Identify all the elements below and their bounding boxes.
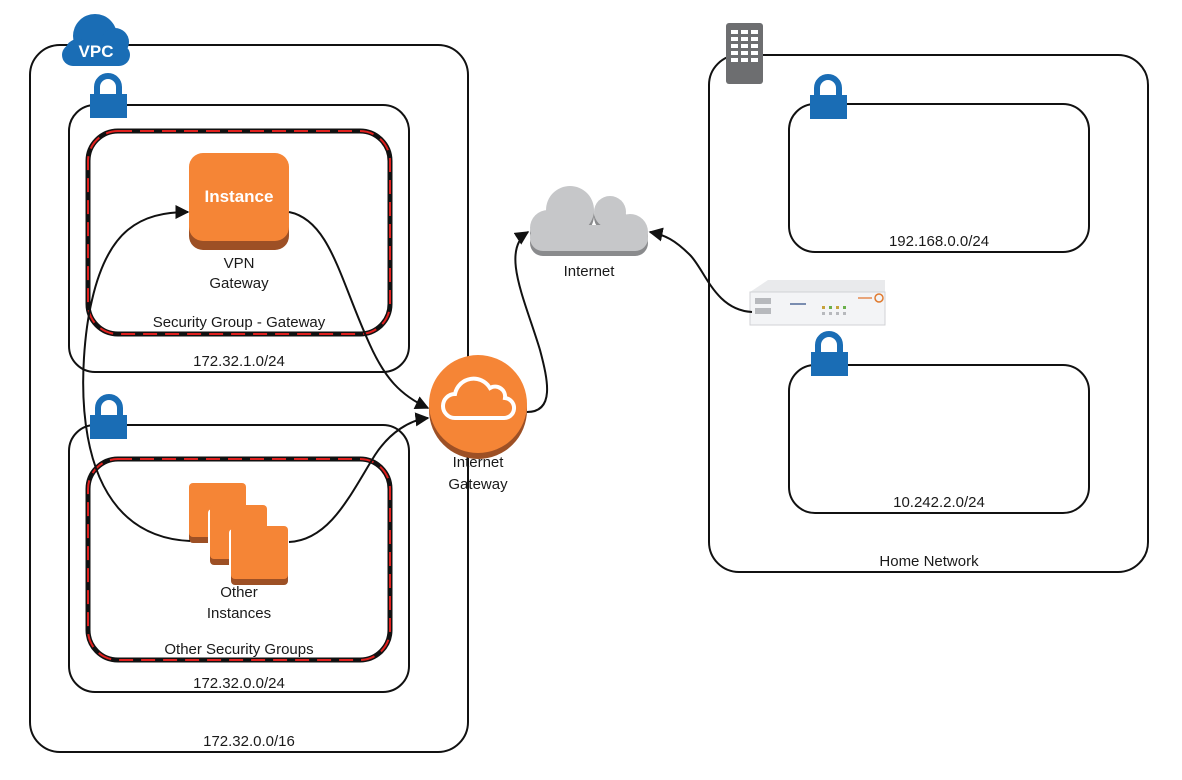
internet-label: Internet [564,263,616,280]
lock-icon [811,331,848,376]
vpn-gateway-label-line2: Gateway [209,275,269,292]
vpc-cidr-label: 172.32.0.0/16 [203,733,295,750]
connections [82,205,753,543]
security-group-label: Security Group - Gateway [153,314,326,331]
subnet-boundary [788,364,1090,514]
subnet-boundary [68,104,410,373]
connection-vpn-gateway-to-internet-gateway [288,211,430,410]
lock-icon [810,74,847,119]
lock-icon [90,73,127,118]
internet-gateway-label-line1: Internet [453,454,505,471]
subnet-cidr-label: 192.168.0.0/24 [889,233,989,250]
home-network-label: Home Network [879,553,979,570]
home-network-container: Home Network 192.168.0.0/24 10.242.2.0 [708,23,1149,573]
instance-icon [189,153,289,241]
connection-other-instances-to-vpn-gateway [82,205,191,542]
other-instances-label-line2: Instances [207,605,271,622]
home-subnet-192: 192.168.0.0/24 [788,74,1090,253]
security-group-other: Other Security Groups [85,456,393,663]
connection-router-to-internet [648,227,753,313]
internet-gateway[interactable]: Internet Gateway [429,355,527,493]
internet-gateway-label-line2: Gateway [448,476,508,493]
other-instances-label-line1: Other [220,584,258,601]
subnet-cidr-label: 172.32.0.0/24 [193,675,285,692]
connection-internet-gateway-to-internet [513,231,548,413]
home-subnet-10: 10.242.2.0/24 [788,331,1090,514]
security-group-label: Other Security Groups [164,641,313,658]
cloud-icon [441,376,516,421]
vpc-badge-label: VPC [79,42,114,61]
home-network-boundary [708,54,1149,573]
instances-stack-icon [189,483,289,585]
subnet-other: 172.32.0.0/24 Other Security Groups [68,394,410,693]
router-appliance-icon[interactable] [749,280,886,326]
subnet-cidr-label: 172.32.1.0/24 [193,353,285,370]
subnet-gateway: 172.32.1.0/24 Security Group - Gateway I… [68,73,410,373]
internet-cloud-icon [530,186,648,256]
vpn-gateway-label-line1: VPN [224,255,255,272]
building-icon [726,23,763,84]
internet-gateway-icon [429,355,527,453]
instance-icon-text: Instance [205,187,274,206]
security-group-gateway: Security Group - Gateway [85,128,393,337]
connection-other-instances-to-internet-gateway [288,412,430,543]
vpc-container: 172.32.0.0/16 VPC 172.32.1.0/24 Security… [29,14,469,753]
subnet-cidr-label: 10.242.2.0/24 [893,494,985,511]
internet[interactable]: Internet [530,186,648,280]
subnet-boundary [68,424,410,693]
subnet-boundary [788,103,1090,253]
other-instances[interactable]: Other Instances [189,483,289,622]
vpc-cloud-icon: VPC [62,14,130,66]
vpn-gateway-instance[interactable]: Instance VPN Gateway [189,153,289,292]
lock-icon [90,394,127,439]
